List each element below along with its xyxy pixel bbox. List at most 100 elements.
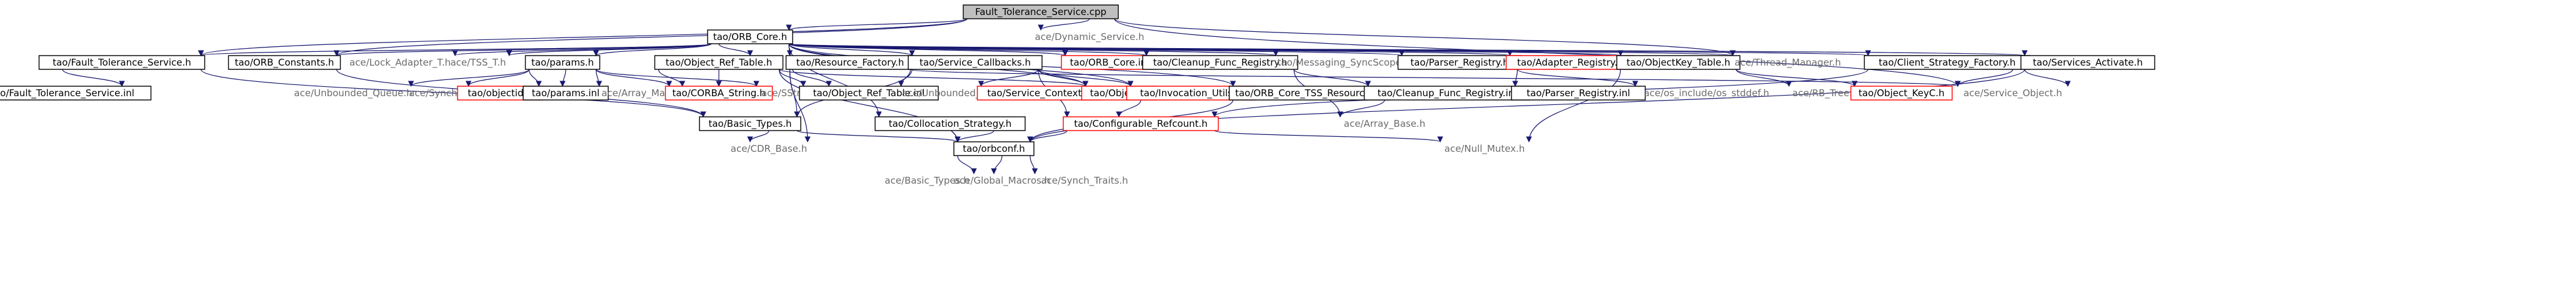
edge-basic-types-tao-to-cdr-base — [747, 130, 769, 142]
edge-service-callbacks-to-object-h — [1038, 69, 1089, 87]
node-object-ref-table-inl[interactable]: tao/Object_Ref_Table.inl — [799, 86, 939, 101]
edge-orb-core-to-ft-service-h — [198, 43, 712, 56]
node-cleanup-func-registry-inl[interactable]: tao/Cleanup_Func_Registry.inl — [1363, 86, 1531, 101]
edge-params-h-to-array-map — [595, 69, 603, 87]
node-service-callbacks[interactable]: tao/Service_Callbacks.h — [908, 55, 1043, 70]
node-messaging-syncscope[interactable]: tao/Messaging_SyncScopeC.h — [1277, 57, 1416, 69]
node-thread-manager[interactable]: ace/Thread_Manager.h — [1735, 57, 1841, 69]
node-label: tao/Services_Activate.h — [2033, 57, 2143, 69]
edge-configurable-refcount-to-orbconf — [1027, 130, 1068, 142]
node-array-base[interactable]: ace/Array_Base.h — [1344, 118, 1425, 130]
node-label: tao/Resource_Factory.h — [796, 57, 905, 69]
node-parser-registry-inl[interactable]: tao/Parser_Registry.inl — [1511, 86, 1646, 101]
node-box — [1063, 116, 1219, 131]
node-ft-service-h[interactable]: tao/Fault_Tolerance_Service.h — [38, 55, 206, 70]
node-label: tao/ORB_Core.h — [713, 31, 787, 43]
node-service-object[interactable]: ace/Service_Object.h — [1963, 87, 2062, 99]
node-params-h[interactable]: tao/params.h — [524, 55, 601, 70]
node-cleanup-func-registry[interactable]: tao/Cleanup_Func_Registry.h — [1142, 55, 1298, 70]
edge-basic-types-tao-to-orbconf — [796, 130, 961, 142]
node-dynamic-service[interactable]: ace/Dynamic_Service.h — [1035, 31, 1144, 43]
edge-orb-core-to-service-callbacks — [788, 43, 915, 56]
edge-params-h-to-objectid — [528, 69, 542, 87]
node-array-map[interactable]: ace/Array_Map.h — [601, 87, 680, 99]
edge-params-h-to-unbounded-queue — [408, 69, 530, 87]
edge-resource-factory-to-sstring — [792, 69, 832, 87]
node-box — [707, 29, 793, 44]
node-label: ace/Unbounded_Queue.h — [294, 87, 412, 99]
edge-objectkey-table-to-object-keyc — [1735, 69, 1858, 87]
node-null-mutex[interactable]: ace/Null_Mutex.h — [1445, 143, 1525, 155]
node-label: tao/Service_Callbacks.h — [920, 57, 1031, 69]
node-label: tao/Cleanup_Func_Registry.inl — [1378, 87, 1517, 99]
edge-orbconf-to-basic-types-ace — [957, 155, 977, 174]
node-box — [2020, 55, 2155, 70]
node-object-keyc[interactable]: tao/Object_KeyC.h — [1850, 86, 1953, 101]
node-label: tao/Adapter_Registry.h — [1517, 57, 1623, 69]
node-label: ace/Basic_Types.h — [885, 175, 969, 187]
node-cdr-base[interactable]: ace/CDR_Base.h — [731, 143, 807, 155]
node-objectid[interactable]: tao/objectid.h — [457, 86, 543, 101]
node-os-stddef[interactable]: ace/os_include/os_stddef.h — [1644, 87, 1770, 99]
edge-orb-core-to-params-h — [593, 43, 712, 56]
node-collocation-strategy[interactable]: tao/Collocation_Strategy.h — [875, 116, 1026, 131]
edge-root-to-orb-core — [786, 18, 968, 31]
edge-orb-core-to-services-activate — [788, 43, 2027, 56]
node-label: tao/ORB_Constants.h — [235, 57, 334, 69]
node-label: tao/Basic_Types.h — [708, 118, 791, 130]
node-label: tao/Configurable_Refcount.h — [1074, 118, 1208, 130]
node-resource-factory[interactable]: tao/Resource_Factory.h — [785, 55, 915, 70]
edge-object-ref-table-to-array-map — [658, 69, 686, 87]
edge-orb-core-to-object-ref-table — [718, 43, 753, 56]
node-adapter-registry[interactable]: tao/Adapter_Registry.h — [1505, 55, 1635, 70]
node-invocation-utils[interactable]: tao/Invocation_Utils.h — [1126, 86, 1256, 101]
edge-params-h-to-corba-string — [595, 69, 673, 87]
node-client-strategy-factory[interactable]: tao/Client_Strategy_Factory.h — [1863, 55, 2031, 70]
node-box — [875, 116, 1026, 131]
edge-orb-core-to-collocation-strategy — [788, 43, 882, 117]
edge-collocation-strategy-to-orbconf — [955, 130, 995, 142]
node-orbconf[interactable]: tao/orbconf.h — [953, 141, 1035, 156]
node-orb-core[interactable]: tao/ORB_Core.h — [707, 29, 793, 44]
node-label: ace/Service_Object.h — [1963, 87, 2062, 99]
node-ft-service-inl[interactable]: tao/Fault_Tolerance_Service.inl — [0, 86, 152, 101]
node-orb-core-inl[interactable]: tao/ORB_Core.inl — [1061, 55, 1158, 70]
node-lock-adapter[interactable]: ace/Lock_Adapter_T.h — [349, 57, 451, 69]
node-orb-constants[interactable]: tao/ORB_Constants.h — [228, 55, 341, 70]
node-basic-types-ace[interactable]: ace/Basic_Types.h — [885, 175, 969, 187]
edge-params-h-to-params-inl — [559, 69, 566, 87]
node-label: tao/orbconf.h — [963, 143, 1025, 154]
node-box — [963, 4, 1119, 19]
node-basic-types-tao[interactable]: tao/Basic_Types.h — [699, 116, 801, 131]
node-service-context[interactable]: tao/Service_Context.h — [976, 86, 1101, 101]
node-box — [1511, 86, 1646, 101]
node-label: tao/Parser_Registry.h — [1410, 57, 1508, 69]
edge-orb-core-to-tss-t — [506, 43, 712, 56]
node-synch[interactable]: ace/Synch.h — [409, 87, 466, 99]
node-label: ace/Array_Map.h — [601, 87, 680, 99]
node-label: ace/Thread_Manager.h — [1735, 57, 1841, 69]
node-synch-traits[interactable]: ace/Synch_Traits.h — [1041, 175, 1128, 187]
node-parser-registry[interactable]: tao/Parser_Registry.h — [1397, 55, 1522, 70]
node-unbounded-queue[interactable]: ace/Unbounded_Queue.h — [294, 87, 412, 99]
edge-root-to-thread-manager — [1114, 18, 1736, 56]
node-global-macros[interactable]: ace/Global_Macros.h — [954, 175, 1051, 187]
node-objectkey-table[interactable]: tao/ObjectKey_Table.h — [1616, 55, 1741, 70]
edge-orbconf-to-synch-traits — [1030, 155, 1038, 174]
node-rb-tree[interactable]: ace/RB_Tree.h — [1792, 87, 1858, 99]
node-label: ace/Dynamic_Service.h — [1035, 31, 1144, 43]
node-box — [1850, 86, 1953, 101]
node-box — [0, 86, 152, 101]
node-corba-string[interactable]: tao/CORBA_String.h — [664, 86, 773, 101]
node-label: tao/Fault_Tolerance_Service.inl — [0, 87, 134, 99]
node-services-activate[interactable]: tao/Services_Activate.h — [2020, 55, 2155, 70]
node-root[interactable]: Fault_Tolerance_Service.cpp — [963, 4, 1119, 19]
node-label: ace/Lock_Adapter_T.h — [349, 57, 451, 69]
node-configurable-refcount[interactable]: tao/Configurable_Refcount.h — [1063, 116, 1219, 131]
node-tss-t[interactable]: ace/TSS_T.h — [450, 57, 506, 69]
node-object-ref-table[interactable]: tao/Object_Ref_Table.h — [654, 55, 784, 70]
node-label: ace/TSS_T.h — [450, 57, 506, 69]
node-label: tao/ORB_Core.inl — [1070, 57, 1150, 69]
node-params-inl[interactable]: tao/params.inl — [523, 86, 609, 101]
node-box — [1616, 55, 1741, 70]
